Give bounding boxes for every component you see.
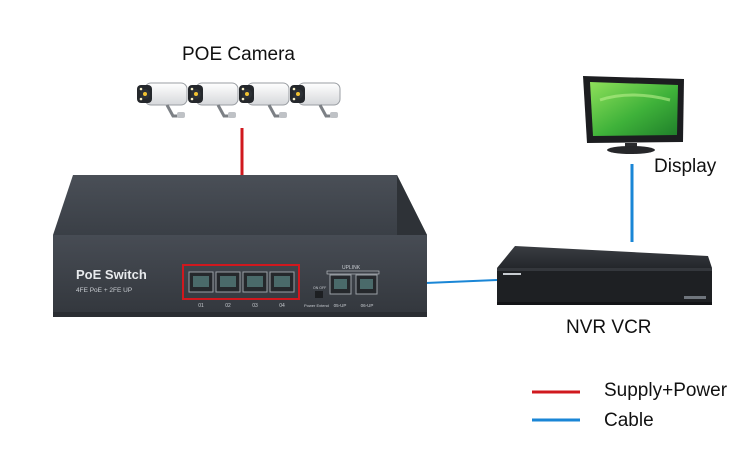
uplink-port-label-1: 05-UP xyxy=(334,303,347,308)
poe-port-highlight xyxy=(182,264,300,300)
switch-brand: PoE Switch xyxy=(76,267,147,282)
power-extend-label: Power Extend xyxy=(304,303,329,308)
uplink-label: UPLINK xyxy=(342,265,361,271)
port-label-1: 01 xyxy=(198,303,204,309)
ethernet-port-icon xyxy=(188,271,295,293)
port-label-2: 02 xyxy=(225,303,231,309)
port-label-4: 04 xyxy=(279,303,285,309)
uplink-bracket xyxy=(326,270,380,275)
bullet-camera-icon xyxy=(137,82,341,118)
legend-label-cable: Cable xyxy=(604,410,654,431)
switch-model: 4FE PoE + 2FE UP xyxy=(76,287,132,294)
port-label-3: 03 xyxy=(252,303,258,309)
mode-switch xyxy=(315,291,323,298)
monitor-icon xyxy=(583,76,684,154)
nvr-recorder-icon xyxy=(497,246,712,305)
mode-switch-label: ON OFF xyxy=(313,286,326,290)
uplink-port-icon xyxy=(329,274,378,295)
camera-label: POE Camera xyxy=(182,44,295,65)
uplink-port-label-2: 06-UP xyxy=(361,303,374,308)
legend-label-power: Supply+Power xyxy=(604,380,728,401)
poe-switch-icon: PoE Switch 4FE PoE + 2FE UP 01 02 03 04 … xyxy=(53,175,427,317)
nvr-label: NVR VCR xyxy=(566,317,652,338)
display-label: Display xyxy=(654,156,717,177)
